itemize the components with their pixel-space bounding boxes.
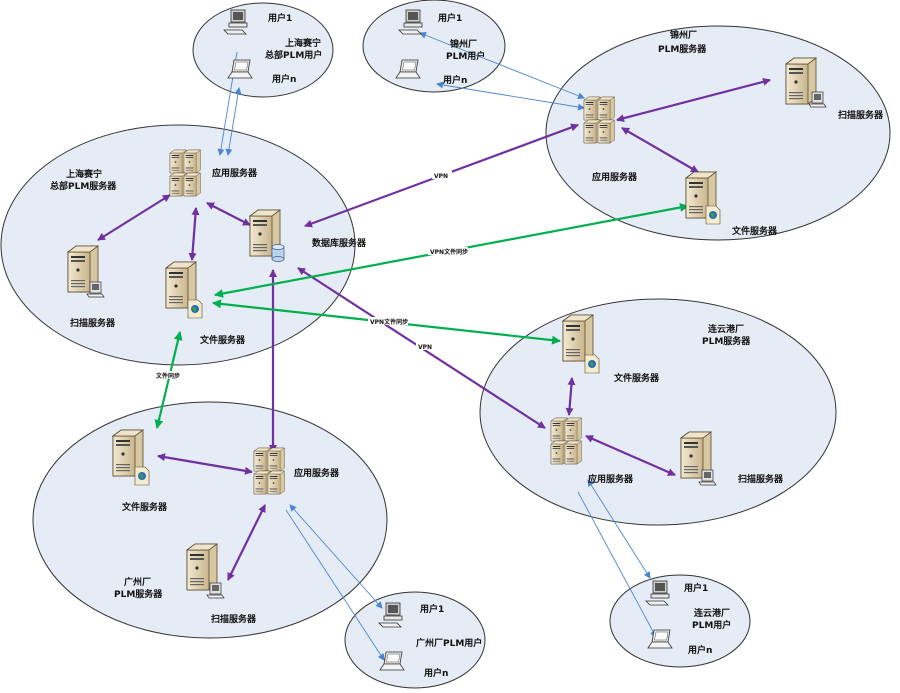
globe-icon xyxy=(584,354,600,374)
link-gz-user1-app xyxy=(289,504,383,609)
label-vpn-jinzhou: VPN xyxy=(434,173,448,180)
gz-file-server-label: 文件服务器 xyxy=(121,501,168,513)
app-server-cluster-icon xyxy=(551,418,582,464)
app-server-cluster-icon xyxy=(254,448,285,494)
hq-scan-server-label: 扫描服务器 xyxy=(70,317,116,329)
hq-file-server-label: 文件服务器 xyxy=(199,334,246,346)
link-hq-app-scan xyxy=(97,194,171,241)
gz-app-server-label: 应用服务器 xyxy=(294,467,340,479)
lyg-users-title-1: 连云港厂 xyxy=(694,607,730,619)
link-hq-usern-app xyxy=(225,87,242,156)
gz-usern-label: 用户n xyxy=(423,667,448,679)
link-lyg-file-app xyxy=(565,377,576,416)
hq-app-server-label: 应用服务器 xyxy=(212,167,258,179)
hq-servers-title-2: 总部PLM服务器 xyxy=(50,180,117,192)
link-lyg-user1-app xyxy=(587,479,651,579)
gz-servers-title-2: PLM服务器 xyxy=(114,588,163,600)
lyg-users-title-2: PLM用户 xyxy=(692,619,731,631)
lyg-scan-server-label: 扫描服务器 xyxy=(738,473,784,485)
lyg-servers-title-1: 连云港厂 xyxy=(708,323,744,335)
jz-servers-title-2: PLM服务器 xyxy=(658,43,707,55)
link-gz-app-scan xyxy=(227,504,266,581)
site-jinzhou-users: 用户1 锦州厂 PLM用户 用户n xyxy=(395,9,485,86)
link-lyg-usern-app xyxy=(577,491,657,638)
site-guangzhou-users: 用户1 广州厂PLM用户 用户n xyxy=(378,602,482,679)
jz-users-title-2: PLM用户 xyxy=(446,50,485,62)
jz-file-server-label: 文件服务器 xyxy=(731,225,778,237)
globe-icon xyxy=(705,205,721,225)
site-jinzhou-servers: 锦州厂 PLM服务器 应用服务器 扫描服务器 文件服务器 xyxy=(584,29,884,237)
zone-hq-users xyxy=(192,2,334,98)
link-labels: VPN VPN文件同步 VPN文件同步 VPN 文件同步 xyxy=(154,171,468,380)
zone-guangzhou-users xyxy=(344,591,486,689)
jz-scan-server-label: 扫描服务器 xyxy=(838,109,884,121)
gz-scan-server-label: 扫描服务器 xyxy=(211,613,257,625)
gz-users-title: 广州厂PLM用户 xyxy=(416,637,482,649)
lyg-file-server-label: 文件服务器 xyxy=(613,372,660,384)
label-file-sync-gz: 文件同步 xyxy=(155,372,180,380)
hq-db-server-label: 数据库服务器 xyxy=(312,237,367,249)
hq-user1-label: 用户1 xyxy=(267,12,292,24)
site-hq-users: 用户1 上海赛宁 总部PLM用户 用户n xyxy=(223,9,322,85)
link-jz-app-scan xyxy=(616,77,771,123)
label-vpn-file-sync-lyg: VPN文件同步 xyxy=(370,318,408,326)
link-hq-app-file xyxy=(188,207,200,261)
label-vpn-lyg: VPN xyxy=(418,344,432,351)
hq-users-title-1: 上海赛宁 xyxy=(285,37,321,49)
lyg-user1-label: 用户1 xyxy=(683,582,708,594)
link-gz-usern-app xyxy=(285,509,385,661)
hq-servers-title-1: 上海赛宁 xyxy=(66,168,102,180)
label-vpn-file-sync-jinzhou: VPN文件同步 xyxy=(430,248,468,256)
zone-guangzhou-servers xyxy=(32,401,388,639)
site-lianyungang-servers: 连云港厂 PLM服务器 文件服务器 应用服务器 扫描服务器 xyxy=(551,314,784,486)
gz-servers-title-1: 广州厂 xyxy=(124,576,151,588)
jz-user1-label: 用户1 xyxy=(437,12,462,24)
hq-usern-label: 用户n xyxy=(271,73,296,85)
jz-usern-label: 用户n xyxy=(442,74,467,86)
lyg-app-server-label: 应用服务器 xyxy=(588,473,634,485)
link-gz-file-app xyxy=(157,453,253,475)
globe-icon xyxy=(187,299,203,319)
site-lianyungang-users: 用户1 连云港厂 PLM用户 用户n xyxy=(645,580,731,656)
zone-lianyungang-servers xyxy=(479,298,837,526)
app-server-cluster-icon xyxy=(584,97,615,143)
zone-jinzhou-users xyxy=(362,0,506,93)
jz-app-server-label: 应用服务器 xyxy=(592,171,638,183)
gz-user1-label: 用户1 xyxy=(419,603,444,615)
app-server-cluster-icon xyxy=(170,150,201,196)
lyg-servers-title-2: PLM服务器 xyxy=(702,335,751,347)
site-hq-servers: 上海赛宁 总部PLM服务器 应用服务器 数据库服务器 扫描服务器 文件服务器 xyxy=(50,150,367,346)
hq-users-title-2: 总部PLM用户 xyxy=(265,49,322,61)
scan-server-icon xyxy=(785,57,817,105)
zone-lianyungang-users xyxy=(609,574,751,668)
globe-icon xyxy=(134,466,150,486)
link-sync-hq-gz xyxy=(154,331,183,429)
link-jz-usern-app xyxy=(436,81,585,111)
link-jz-app-file xyxy=(621,127,699,173)
jz-servers-title-1: 锦州厂 xyxy=(670,29,697,41)
lyg-usern-label: 用户n xyxy=(687,644,712,656)
link-lyg-app-scan xyxy=(585,434,676,477)
file-server-icon xyxy=(562,314,594,362)
jz-users-title-1: 锦州厂 xyxy=(450,38,477,50)
database-icon xyxy=(271,244,285,262)
site-guangzhou-servers: 文件服务器 应用服务器 扫描服务器 广州厂 PLM服务器 xyxy=(112,429,340,625)
